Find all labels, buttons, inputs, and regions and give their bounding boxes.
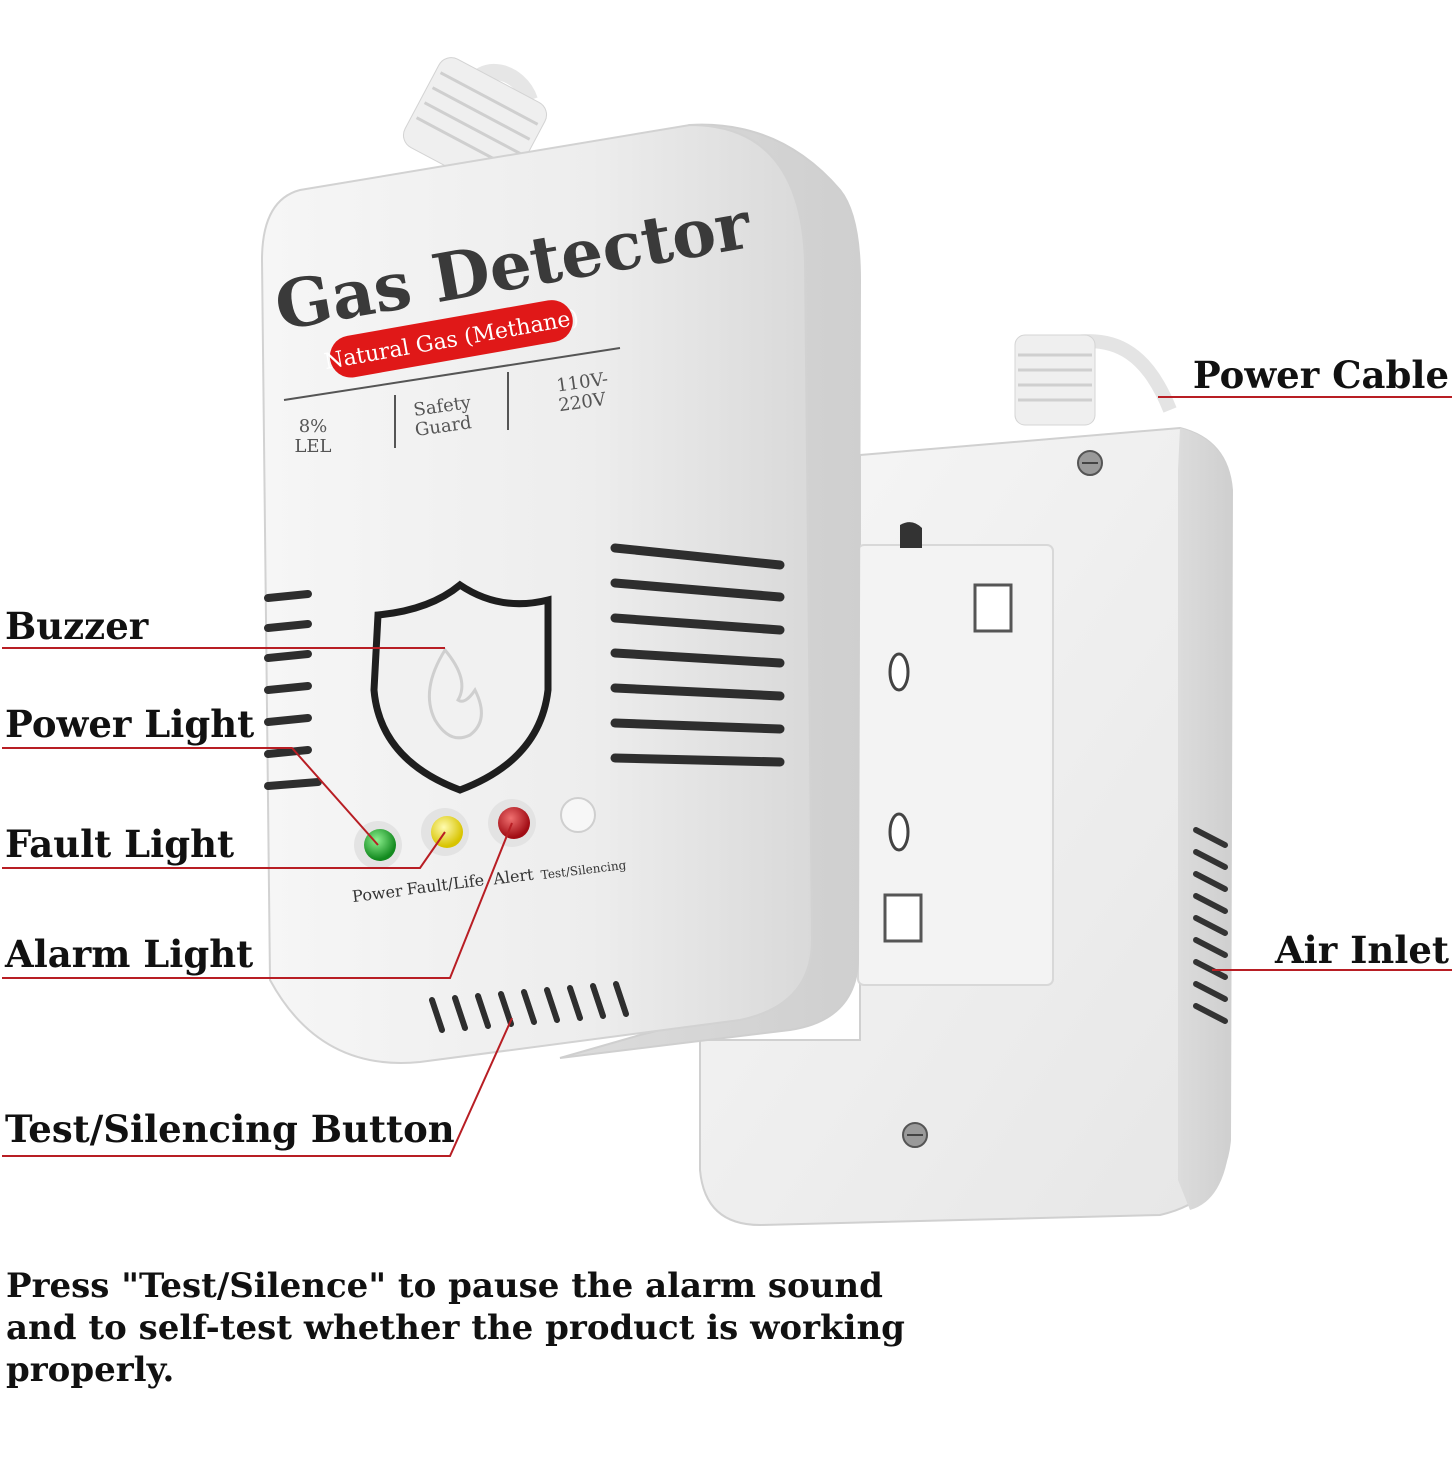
left-vents: [264, 590, 322, 790]
fault-light-leader: [2, 831, 446, 869]
plug-hole: [888, 652, 910, 692]
callout-air-inlet: Air Inlet: [1274, 928, 1449, 972]
spec-lel-2: LEL: [294, 436, 331, 457]
caption-line-3: properly.: [6, 1350, 175, 1390]
callout-alarm-light: Alarm Light: [5, 932, 254, 976]
plug-pin-top: [973, 583, 1013, 633]
back-housing-side: [1178, 428, 1232, 1210]
callout-power-cable: Power Cable: [1192, 353, 1449, 397]
callout-power-light: Power Light: [5, 702, 255, 746]
indicator-lights: [354, 797, 596, 869]
air-inlet-vents: [1193, 827, 1228, 1024]
bottom-vents: [429, 981, 629, 1033]
test-button-leader: [2, 1017, 513, 1157]
callout-buzzer: Buzzer: [5, 604, 149, 648]
test-silencing-button[interactable]: [560, 797, 596, 833]
alarm-light-leader: [2, 822, 513, 979]
back-unit: [699, 334, 1234, 1227]
spec-lel-1: 8%: [299, 416, 328, 437]
callout-test-button: Test/Silencing Button: [5, 1107, 455, 1151]
callout-fault-light: Fault Light: [5, 822, 235, 866]
alert-led-label: Alert: [491, 865, 535, 889]
fault-led-icon: [431, 816, 463, 848]
right-vents: [610, 543, 785, 767]
spec-divider: [283, 347, 621, 401]
cable-strain-relief-back: [1014, 334, 1096, 426]
power-light-leader: [2, 747, 379, 846]
caption: Press "Test/Silence" to pause the alarm …: [6, 1265, 905, 1391]
caption-line-1: Press "Test/Silence" to pause the alarm …: [6, 1266, 883, 1306]
leader-lines: [2, 396, 1452, 1157]
alert-led-icon: [498, 807, 530, 839]
front-unit: Gas Detector Natural Gas (Methane) 8% LE…: [260, 57, 862, 1064]
plug-pin-bottom: [883, 893, 923, 943]
plug-hole: [888, 812, 910, 852]
caption-line-2: and to self-test whether the product is …: [6, 1308, 905, 1348]
flame-icon: [427, 647, 483, 740]
mount-slot: [900, 522, 922, 548]
